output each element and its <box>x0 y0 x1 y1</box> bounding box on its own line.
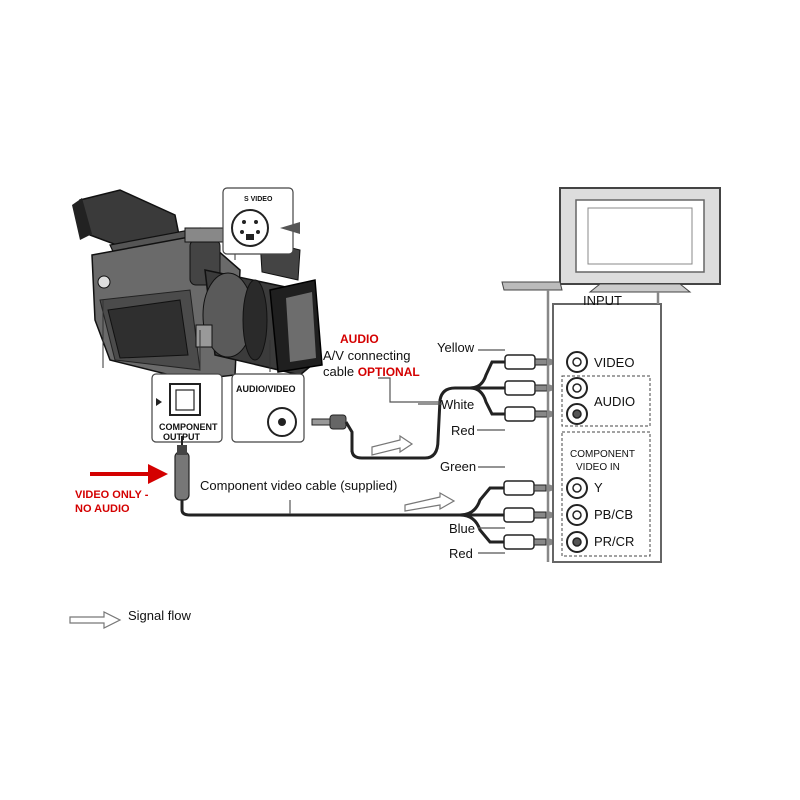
component-output-inset[interactable]: COMPONENT OUTPUT <box>151 373 223 443</box>
video-only-label: VIDEO ONLY - <box>75 489 149 501</box>
component-plug <box>174 436 190 501</box>
port-video-label: VIDEO <box>594 355 634 370</box>
signal-flow-icon <box>69 611 122 629</box>
red-av-label: Red <box>451 423 475 438</box>
port-pr-label: PR/CR <box>594 534 634 549</box>
blue-label: Blue <box>449 521 475 536</box>
rca-plugs-av <box>504 354 548 422</box>
arrow-left-icon <box>280 222 300 234</box>
triangle-marker-icon <box>156 398 162 406</box>
camera-audio-video-label: AUDIO/VIDEO <box>236 384 296 394</box>
red-arrow-icon <box>90 464 168 484</box>
rca-plugs-component <box>503 480 547 550</box>
audio-title-label: AUDIO <box>340 332 379 346</box>
s-video-inset: S VIDEO <box>222 187 300 255</box>
s-video-label: S VIDEO <box>244 196 273 203</box>
green-label: Green <box>440 459 476 474</box>
tv-illustration <box>501 187 721 563</box>
video-in-label: VIDEO IN <box>576 462 620 473</box>
yellow-label: Yellow <box>437 340 475 355</box>
tv-ports <box>566 351 588 553</box>
camcorder-illustration <box>72 189 323 381</box>
legend-signal-flow-label: Signal flow <box>128 608 191 623</box>
component-in-label: COMPONENT <box>570 449 635 460</box>
white-label: White <box>441 397 474 412</box>
port-y-label: Y <box>594 480 603 495</box>
input-label: INPUT <box>583 293 622 308</box>
av-cable-label-line1: A/V connecting <box>323 348 410 363</box>
leader-lines <box>289 349 505 554</box>
av-mini-plug <box>311 414 354 452</box>
port-audio-label: AUDIO <box>594 394 635 409</box>
av-cable-label-line2: cable OPTIONAL <box>323 364 420 379</box>
signal-flow-arrows <box>371 434 456 512</box>
camera-component-label: COMPONENT <box>159 422 218 432</box>
optional-label: OPTIONAL <box>358 365 420 379</box>
component-cable-label: Component video cable (supplied) <box>200 478 397 493</box>
red-component-label: Red <box>449 546 473 561</box>
no-audio-label: NO AUDIO <box>75 503 130 515</box>
audio-video-inset[interactable]: AUDIO/VIDEO <box>231 373 305 443</box>
legend: Signal flow <box>69 608 191 629</box>
port-pb-label: PB/CB <box>594 507 633 522</box>
